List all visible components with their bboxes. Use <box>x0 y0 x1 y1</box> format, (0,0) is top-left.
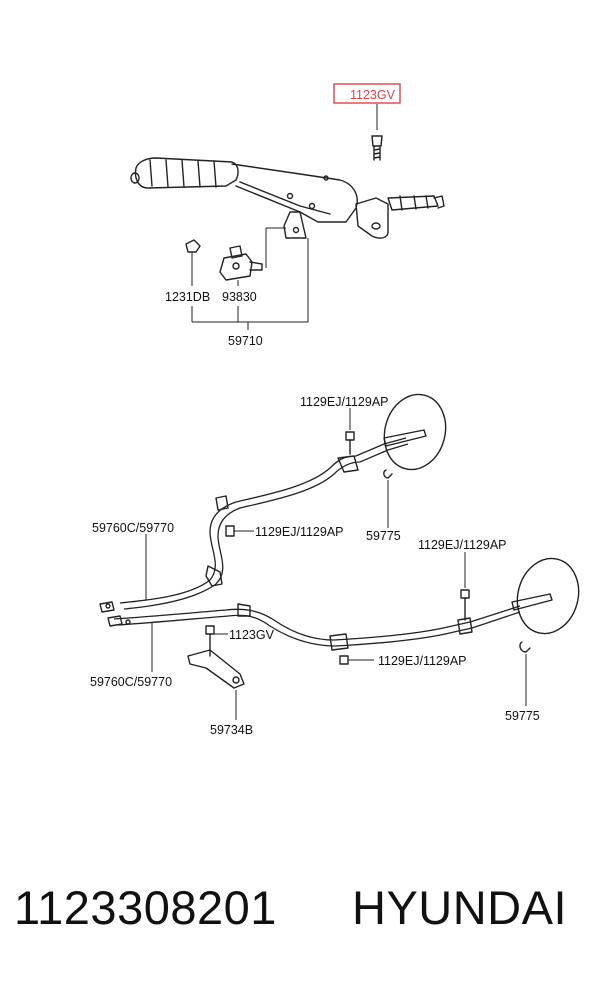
highlight-label-text: 1123GV <box>350 88 396 102</box>
bracket-59734b <box>187 625 245 720</box>
bolt-1231db <box>185 239 201 286</box>
label-cable-left-bottom: 59760C/59770 <box>90 675 172 689</box>
cable-label-leaders <box>145 534 153 672</box>
brand-name: HYUNDAI <box>352 881 568 934</box>
parking-brake-lever <box>130 104 445 239</box>
label-clip-bottom: 1129EJ/1129AP <box>378 654 467 668</box>
label-clip-right-top: 1129EJ/1129AP <box>300 395 389 409</box>
label-clip-right-mid: 1129EJ/1129AP <box>418 538 507 552</box>
footer: 1123308201 HYUNDAI <box>0 880 600 940</box>
brake-cables <box>99 393 580 651</box>
label-bolt-bracket: 1123GV <box>229 628 275 642</box>
label-93830: 93830 <box>222 290 257 304</box>
label-spring-clip-1: 59775 <box>366 529 401 543</box>
label-59710: 59710 <box>228 334 263 348</box>
label-1231db: 1231DB <box>165 290 210 304</box>
label-bracket: 59734B <box>210 723 253 737</box>
switch-93830 <box>219 245 263 286</box>
group-bracket-59710 <box>191 227 309 330</box>
label-cable-left-top: 59760C/59770 <box>92 521 174 535</box>
part-number: 1123308201 <box>14 881 277 934</box>
clip-bolts <box>225 408 531 706</box>
highlighted-part-label[interactable]: 1123GV <box>333 83 401 104</box>
label-spring-clip-2: 59775 <box>505 709 540 723</box>
label-clip-left-mid: 1129EJ/1129AP <box>255 525 344 539</box>
